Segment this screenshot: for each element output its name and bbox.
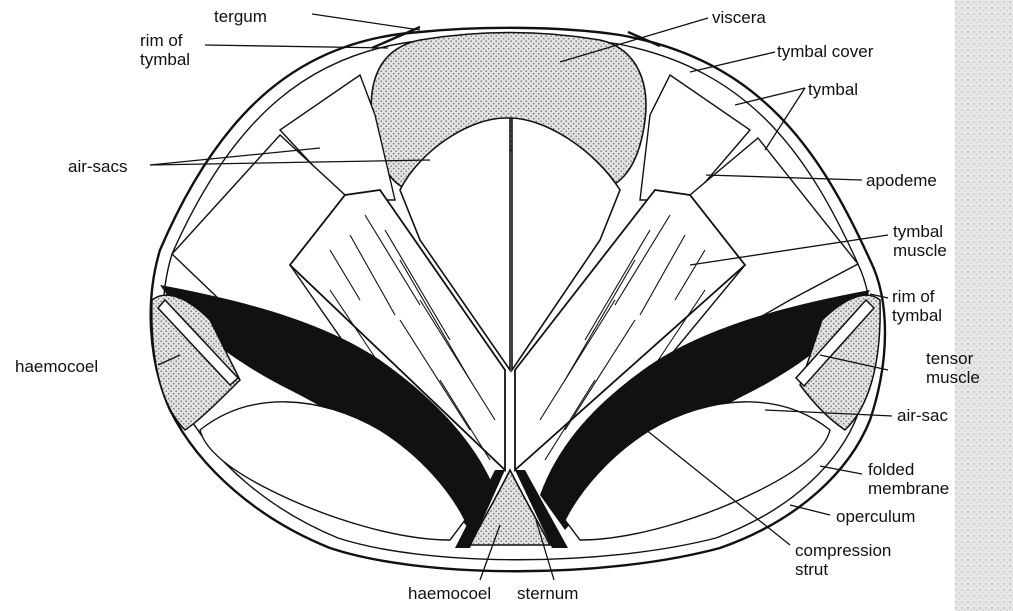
label-operculum: operculum [836, 507, 915, 526]
label-haemocoel-left: haemocoel [15, 357, 98, 376]
label-tymbal-muscle-2: muscle [893, 241, 947, 260]
label-air-sacs: air-sacs [68, 157, 128, 176]
label-folded-2: membrane [868, 479, 949, 498]
label-haemocoel-bottom: haemocoel [408, 584, 491, 603]
label-tymbal-muscle-1: tymbal [893, 222, 943, 241]
label-tensor-2: muscle [926, 368, 980, 387]
label-apodeme: apodeme [866, 171, 937, 190]
label-tymbal-left: tymbal [140, 50, 190, 69]
page-edge-shadow [955, 0, 1013, 611]
label-tergum: tergum [214, 7, 267, 26]
label-rim-of-right-1: rim of [892, 287, 935, 306]
label-tymbal-cover: tymbal cover [777, 42, 874, 61]
label-folded-1: folded [868, 460, 914, 479]
label-sternum: sternum [517, 584, 578, 603]
label-rim-of-right-2: tymbal [892, 306, 942, 325]
label-rim-of-left: rim of [140, 31, 183, 50]
label-air-sac: air-sac [897, 406, 949, 425]
label-tymbal-right: tymbal [808, 80, 858, 99]
label-compression-2: strut [795, 560, 828, 579]
label-compression-1: compression [795, 541, 891, 560]
label-viscera: viscera [712, 8, 766, 27]
label-tensor-1: tensor [926, 349, 974, 368]
